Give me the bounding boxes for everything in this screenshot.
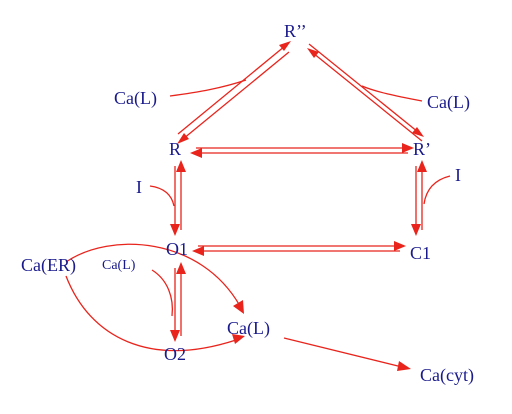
- node-cacyt: Ca(cyt): [420, 365, 474, 386]
- node-r: R: [169, 139, 181, 159]
- node-cal-small: Ca(L): [102, 258, 136, 273]
- edge-o2-to-o1: [176, 262, 186, 336]
- node-r2: R’’: [284, 21, 307, 41]
- edge-r-to-r2: [177, 41, 291, 135]
- edge-r2-to-r1: [308, 43, 424, 137]
- edge-c1-to-o1: [192, 246, 400, 256]
- curve-i-right: [423, 175, 451, 205]
- edge-r1-to-c1: [411, 166, 421, 236]
- edge-c1-to-r1: [417, 160, 427, 230]
- node-o1: O1: [166, 239, 188, 259]
- edge-cal-to-cacyt: [283, 337, 411, 371]
- node-o2: O2: [164, 344, 186, 364]
- node-cal-right: Ca(L): [427, 92, 470, 113]
- edge-o1-to-c1: [198, 241, 406, 251]
- node-i-right: I: [455, 165, 461, 185]
- node-c1: C1: [410, 243, 431, 263]
- curve-cal-small-to-o2: [151, 269, 174, 317]
- node-caer: Ca(ER): [21, 255, 76, 276]
- node-cal-mid: Ca(L): [227, 318, 270, 339]
- edge-r1-to-r: [190, 148, 408, 158]
- edge-caer-to-cal: [65, 243, 244, 314]
- edge-o1-to-o2: [170, 268, 180, 342]
- edge-caer-lower-to-cal: [65, 275, 245, 352]
- edge-o1-to-r: [176, 160, 186, 230]
- edge-r2-to-r: [177, 51, 290, 144]
- edge-r-to-o1: [170, 166, 180, 236]
- curve-cal-left-to-r2: [169, 79, 247, 97]
- edge-r-to-r1: [196, 143, 414, 153]
- node-r1: R’: [413, 139, 431, 159]
- curve-cal-right-to-r1: [361, 85, 423, 102]
- edge-r1-to-r2: [307, 48, 423, 142]
- node-cal-left: Ca(L): [114, 88, 157, 109]
- curve-i-left: [149, 185, 175, 207]
- node-i-left: I: [136, 177, 142, 197]
